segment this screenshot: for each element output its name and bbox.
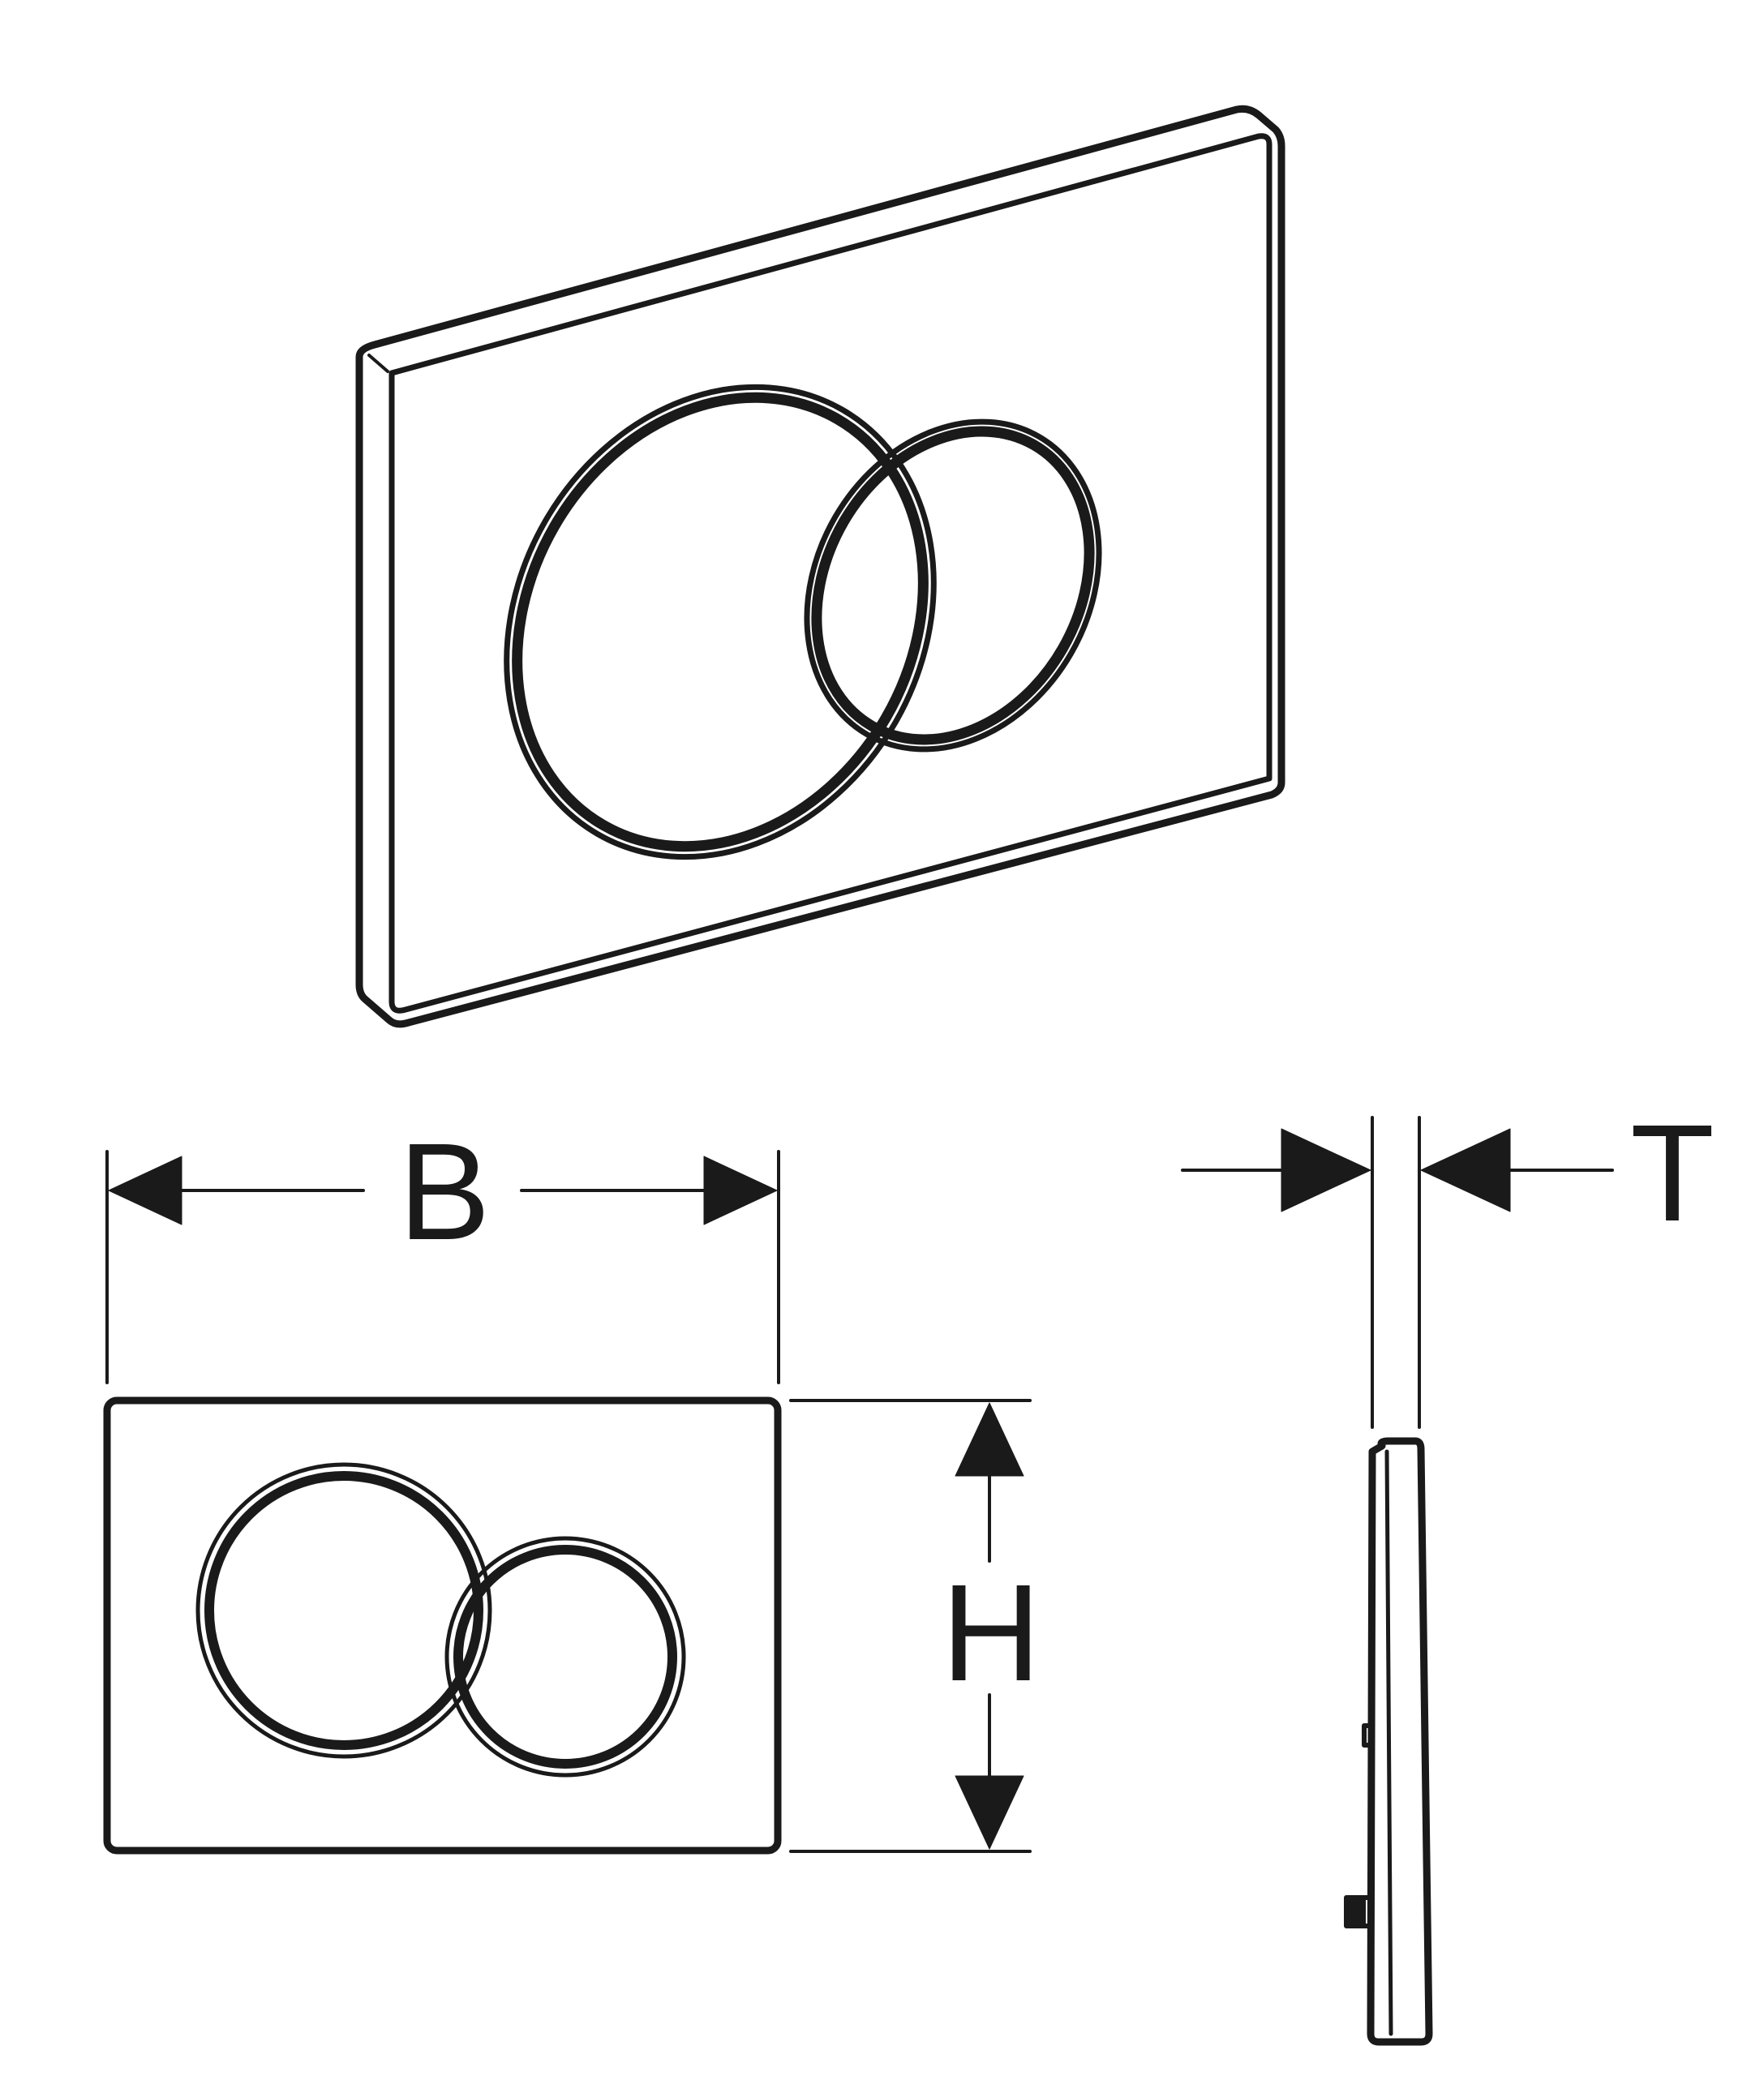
height-arrowhead-top [955, 1402, 1024, 1477]
iso-small-flush-button-outer [804, 418, 1102, 753]
iso-plate-front-face [388, 133, 1273, 1014]
iso-large-flush-button-ring [512, 392, 929, 852]
front-large-flush-button-ring [204, 1471, 483, 1750]
front-small-flush-button-ring [453, 1545, 677, 1769]
iso-large-flush-button-outer [504, 384, 937, 860]
thickness-arrowhead-right [1420, 1128, 1511, 1212]
height-label: H [942, 1556, 1041, 1710]
thickness-arrowhead-left [1281, 1128, 1371, 1212]
front-plate-outline [103, 1396, 782, 1855]
isometric-plate-view [355, 105, 1285, 1028]
front-view [103, 1396, 782, 1855]
iso-plate-bevel-edge [367, 354, 389, 373]
thickness-label: T [1630, 1096, 1715, 1250]
side-view [1344, 1437, 1433, 2046]
dimension-height: H [789, 1399, 1041, 1853]
side-plate-inner-edge [1384, 1449, 1393, 2036]
width-arrowhead-right [703, 1156, 778, 1225]
height-arrowhead-bottom [955, 1775, 1024, 1850]
dimension-width: B [105, 1115, 780, 1384]
iso-plate-outline [355, 105, 1285, 1028]
side-clip-lower [1344, 1895, 1373, 1928]
width-arrowhead-left [108, 1156, 182, 1225]
iso-small-flush-button-ring [811, 426, 1095, 745]
side-plate-outline [1367, 1437, 1433, 2046]
side-clip-upper [1362, 1723, 1375, 1748]
dimension-thickness: T [1181, 1096, 1715, 1429]
front-large-flush-button-outer [195, 1462, 492, 1759]
side-clip-block [1348, 1899, 1366, 1924]
width-label: B [398, 1115, 490, 1269]
front-small-flush-button-outer [444, 1536, 686, 1778]
